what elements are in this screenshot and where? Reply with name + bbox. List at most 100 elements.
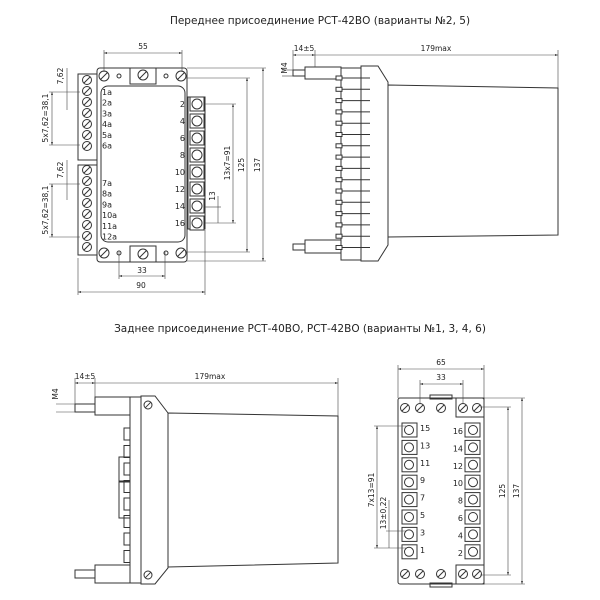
terminal-label: 8: [458, 497, 463, 506]
terminal-icon: [191, 149, 203, 161]
terminal-screw-icon: [82, 231, 92, 241]
terminal-icon: [191, 200, 203, 212]
mount-screw-icon: [137, 69, 149, 81]
terminal-icon: [468, 425, 478, 435]
terminal-icon: [404, 494, 414, 505]
terminal-screw-icon: [82, 176, 92, 186]
terminal-label: 10: [453, 479, 463, 488]
mount-screw-icon: [98, 247, 110, 259]
rear-connection-side-view: 14±5 179max M4: [51, 372, 339, 585]
mount-screw-icon: [175, 70, 187, 82]
terminal-icon: [404, 546, 414, 557]
terminal-label: 16: [453, 427, 463, 436]
terminal-screw-icon: [82, 130, 92, 140]
terminal-label: 12a: [102, 233, 117, 242]
dim-90: 90: [136, 281, 146, 290]
terminal-label: 6a: [102, 142, 112, 151]
dim-m4-rear: M4: [51, 388, 60, 399]
terminal-screw-icon: [82, 75, 92, 85]
terminal-label: 2: [458, 549, 463, 558]
front-title: Переднее присоединение РСТ-42ВО (вариант…: [170, 15, 470, 27]
terminal-icon: [468, 442, 478, 453]
terminal-label: 4: [180, 117, 185, 126]
mount-hole-icon: [116, 73, 122, 79]
terminal-label: 13: [420, 441, 430, 450]
terminal-label: 10a: [102, 211, 117, 220]
terminal-label: 6: [180, 134, 185, 143]
terminal-icon: [191, 183, 203, 195]
dim-7.62-b: 7,62: [56, 161, 65, 178]
dim-7.62-a: 7,62: [56, 67, 65, 84]
dim-5x7.62-a: 5x7,62=38,1: [41, 93, 50, 142]
mount-screw-icon: [400, 403, 410, 413]
terminal-label: 12: [175, 185, 185, 194]
dim-55: 55: [138, 42, 148, 51]
dim-125-rear: 125: [498, 484, 507, 499]
dim-13: 13: [208, 191, 217, 201]
mount-screw-icon: [472, 403, 482, 413]
terminal-label: 15: [420, 424, 430, 433]
terminal-label: 16: [175, 219, 185, 228]
terminal-icon: [468, 477, 478, 488]
terminal-label: 7a: [102, 179, 112, 188]
terminal-label: 6: [458, 514, 463, 523]
dim-13x7: 13x7=91: [223, 145, 232, 180]
terminal-icon: [191, 98, 203, 110]
mount-screw-icon: [400, 569, 410, 579]
terminal-icon: [191, 115, 203, 127]
terminal-screw-icon: [82, 198, 92, 208]
terminal-icon: [468, 529, 478, 540]
dim-179max-front: 179max: [421, 44, 452, 53]
terminal-label: 2a: [102, 99, 112, 108]
terminal-icon: [404, 529, 414, 540]
terminal-label: 1a: [102, 88, 112, 97]
mount-screw-icon: [143, 400, 153, 410]
mount-hole-icon: [163, 73, 169, 79]
terminal-label: 1: [420, 546, 425, 555]
terminal-label: 11a: [102, 222, 117, 231]
terminal-label: 14: [175, 202, 185, 211]
dim-125: 125: [237, 158, 246, 173]
terminal-label: 12: [453, 462, 463, 471]
terminal-label: 5: [420, 511, 425, 520]
dim-14pm5-front: 14±5: [294, 44, 315, 53]
terminal-label: 3a: [102, 109, 112, 118]
terminal-icon: [191, 217, 203, 229]
terminal-label: 8a: [102, 190, 112, 199]
mount-screw-icon: [415, 569, 425, 579]
terminal-label: 4a: [102, 120, 112, 129]
mount-screw-icon: [458, 403, 468, 413]
mount-screw-icon: [436, 403, 446, 413]
dim-65: 65: [436, 358, 446, 367]
mount-screw-icon: [436, 569, 446, 579]
terminal-screw-icon: [82, 86, 92, 96]
mount-screw-icon: [98, 70, 110, 82]
mount-screw-icon: [458, 569, 468, 579]
rear-title: Заднее присоединение РСТ-40ВО, РСТ-42ВО …: [114, 323, 486, 335]
terminal-icon: [191, 166, 203, 178]
terminal-screw-icon: [82, 97, 92, 107]
dim-33: 33: [137, 266, 147, 275]
front-connection-side-view: 14±5 179max M4: [280, 44, 559, 262]
dim-137-rear: 137: [512, 484, 521, 499]
terminal-icon: [468, 512, 478, 522]
terminal-label: 9: [420, 476, 425, 485]
terminal-icon: [468, 494, 478, 505]
terminal-screw-icon: [82, 209, 92, 219]
mount-screw-icon: [143, 570, 153, 580]
terminal-label: 9a: [102, 200, 112, 209]
terminal-icon: [404, 442, 414, 453]
terminal-label: 3: [420, 528, 425, 537]
dim-33-rear: 33: [436, 373, 446, 382]
terminal-icon: [468, 459, 478, 470]
terminal-label: 5a: [102, 131, 112, 140]
terminal-screw-icon: [82, 220, 92, 230]
terminal-screw-icon: [82, 165, 92, 175]
terminal-label: 11: [420, 459, 430, 468]
dim-m4-front: M4: [280, 62, 289, 73]
terminal-icon: [468, 546, 478, 557]
terminal-label: 4: [458, 531, 463, 540]
